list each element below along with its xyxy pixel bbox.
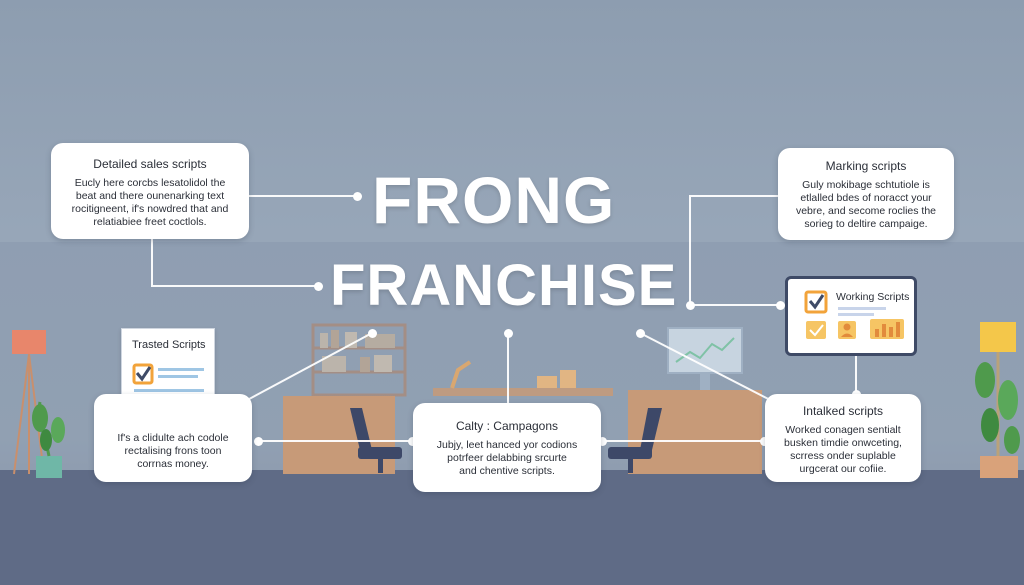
card-intalked-scripts: Intalked scripts Worked conagen sentialt… bbox=[765, 394, 921, 482]
back-counter bbox=[433, 388, 613, 396]
card-line: Worked conagen sentialt bbox=[785, 424, 901, 436]
monitor-title: Working Scripts bbox=[836, 291, 910, 303]
card-line: busken timdie onwceting, bbox=[784, 437, 902, 449]
card-line: scrress onder suplable bbox=[790, 450, 896, 462]
card-line: etlalled bdes of noracct your bbox=[800, 192, 932, 204]
card-line: If's a clidulte ach codole bbox=[117, 432, 229, 444]
screen-stand bbox=[700, 373, 710, 390]
chair-right bbox=[608, 408, 662, 473]
floor-lamp-right bbox=[980, 322, 1016, 460]
connector-dot bbox=[254, 437, 263, 446]
headline-line-1: FRONG bbox=[372, 163, 616, 237]
card-line: Eucly here corcbs lesatolidol the bbox=[74, 177, 226, 189]
connector-dot bbox=[408, 437, 417, 446]
check-icon bbox=[806, 321, 826, 339]
desk-lamp bbox=[450, 360, 472, 389]
card-marking-scripts: Marking scripts Guly mokibage schtutiole… bbox=[778, 148, 954, 240]
bookshelf bbox=[311, 323, 407, 397]
card-line: rectalising frons toon bbox=[124, 445, 222, 457]
card-line: relatiabiee freet coctlols. bbox=[93, 216, 207, 228]
card-line: Jubjy, leet hanced yor codions bbox=[436, 439, 578, 451]
card-title: Marking scripts bbox=[825, 159, 907, 173]
card-line: and chentive scripts. bbox=[459, 465, 555, 477]
monitor-icons bbox=[804, 290, 904, 339]
counter-box bbox=[560, 370, 576, 388]
card-line: corrnas money. bbox=[137, 458, 209, 470]
connector-dot bbox=[314, 282, 323, 291]
card-line: urgcerat our cofiie. bbox=[799, 463, 887, 475]
connector-dot bbox=[504, 329, 513, 338]
card-title: Calty : Campagons bbox=[455, 419, 559, 433]
card-line: vebre, and secome roclies the bbox=[795, 205, 937, 217]
card-line: beat and there ounenarking text bbox=[75, 190, 225, 202]
card-detailed-sales-scripts: Detailed sales scripts Eucly here corcbs… bbox=[51, 143, 249, 239]
connector-dot bbox=[598, 437, 607, 446]
plant-right bbox=[975, 362, 1020, 478]
connector-dot bbox=[353, 192, 362, 201]
card-trasted-scripts: If's a clidulte ach codole rectalising f… bbox=[94, 394, 252, 482]
card-calty-campagons: Calty : Campagons Jubjy, leet hanced yor… bbox=[413, 403, 601, 492]
card-line: Guly mokibage schtutiole is bbox=[802, 179, 930, 191]
card-line: rocitigneent, if's nowdred that and bbox=[71, 203, 229, 215]
connector-dot bbox=[368, 329, 377, 338]
card-line: potrfeer delabbing srcurte bbox=[447, 452, 567, 464]
paper-title: Trasted Scripts bbox=[132, 339, 206, 351]
chair-left bbox=[350, 408, 402, 473]
headline-line-2: FRANCHISE bbox=[330, 253, 678, 318]
connector-dot bbox=[636, 329, 645, 338]
screen-chart-line bbox=[675, 337, 735, 363]
connector-dot bbox=[686, 301, 695, 310]
desk-left bbox=[283, 396, 395, 474]
counter-box bbox=[537, 376, 557, 388]
card-title: Detailed sales scripts bbox=[93, 157, 207, 171]
card-line: sorieg to deltire campaige. bbox=[804, 218, 928, 230]
monitor-working-scripts: Working Scripts bbox=[785, 276, 917, 356]
plant-left bbox=[32, 401, 65, 478]
card-title: Intalked scripts bbox=[802, 404, 884, 418]
connector-dot bbox=[760, 437, 769, 446]
connector-dot bbox=[776, 301, 785, 310]
